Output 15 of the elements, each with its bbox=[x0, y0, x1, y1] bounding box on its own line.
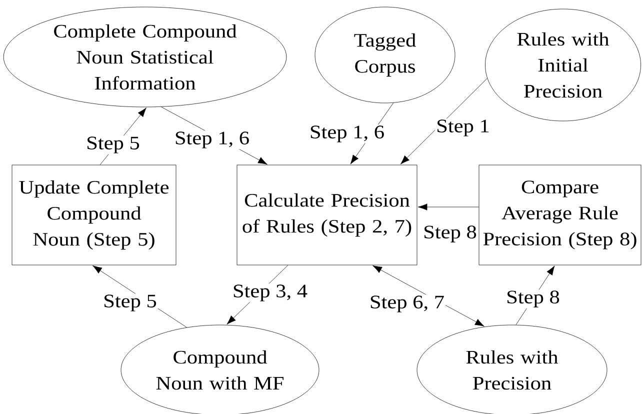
process-box: Compare Average Rule Precision (Step 8) bbox=[478, 164, 642, 266]
process-box: Calculate Precision of Rules (Step 2, 7) bbox=[236, 164, 418, 266]
edge-label: Step 6, 7 bbox=[368, 294, 446, 314]
process-box: Update Complete Compound Noun (Step 5) bbox=[12, 164, 176, 266]
edge-label: Step 5 bbox=[102, 294, 158, 312]
edge-label: Step 5 bbox=[85, 136, 141, 154]
arrow bbox=[400, 78, 488, 164]
arrow bbox=[418, 204, 479, 210]
arrow bbox=[372, 265, 484, 326]
edge-label: Step 8 bbox=[422, 224, 478, 244]
edge-label: Step 1, 6 bbox=[173, 130, 251, 150]
edge-label: Step 8 bbox=[505, 290, 561, 308]
edge-label: Step 1, 6 bbox=[308, 124, 386, 144]
edge-label: Step 1 bbox=[435, 118, 491, 138]
edge-label: Step 3, 4 bbox=[231, 284, 309, 302]
